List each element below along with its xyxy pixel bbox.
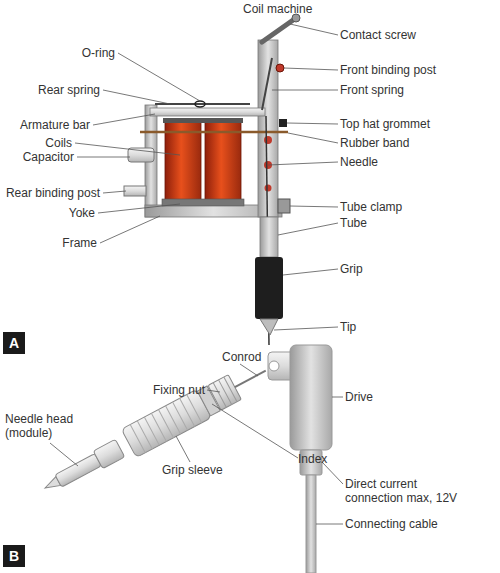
leader-lines — [50, 364, 343, 524]
capacitor — [128, 148, 154, 162]
leader-line — [207, 390, 220, 392]
leader-line — [212, 404, 298, 458]
part-label: Coils — [45, 136, 72, 150]
leader-line — [118, 53, 200, 101]
leader-line — [50, 443, 78, 466]
conrod — [235, 371, 266, 387]
front-spring — [262, 58, 272, 110]
grip — [255, 257, 283, 319]
part-label: Armature bar — [20, 118, 90, 132]
coil-machine — [124, 14, 300, 345]
part-label: Grip — [340, 262, 363, 276]
coil-cap — [163, 118, 203, 123]
part-label: Fixing nut — [153, 383, 205, 397]
panel-letter-box: B — [3, 545, 25, 567]
leader-lines — [75, 24, 338, 330]
frame-hole — [264, 136, 272, 144]
leader-line — [272, 90, 338, 91]
leader-line — [288, 133, 338, 143]
part-label: Needle — [340, 155, 378, 169]
leader-line — [77, 157, 130, 158]
part-label: Capacitor — [23, 150, 74, 164]
tip — [260, 319, 278, 335]
part-label: Front spring — [340, 83, 404, 97]
part-label: Rear spring — [38, 83, 100, 97]
part-label: Conrod — [222, 350, 261, 364]
contact-screw — [262, 18, 296, 42]
panel-letter-box: A — [3, 332, 25, 354]
leader-line — [290, 206, 338, 207]
leader-line — [274, 327, 338, 330]
o-ring — [195, 101, 205, 107]
part-label: Coil machine — [243, 2, 312, 16]
part-label: Front binding post — [340, 63, 436, 77]
drive — [290, 345, 332, 450]
leader-line — [103, 191, 126, 193]
part-label: Drive — [345, 390, 373, 404]
part-label: Needle head (module) — [5, 412, 80, 440]
needle-head — [93, 439, 124, 468]
leader-line — [176, 436, 190, 462]
part-label: Contact screw — [340, 28, 416, 42]
frame-upright — [258, 40, 278, 217]
part-label: Tube — [340, 216, 367, 230]
grip-ribs — [130, 395, 202, 453]
leader-line — [332, 397, 343, 398]
armature-bar — [150, 108, 265, 116]
leader-line — [268, 162, 338, 165]
part-label: Rubber band — [340, 136, 409, 150]
coil — [205, 122, 241, 202]
grip-sleeve — [121, 389, 211, 457]
leader-line — [316, 524, 343, 525]
tube — [260, 217, 278, 257]
top-hat-grommet — [279, 119, 287, 127]
part-label: Connecting cable — [345, 517, 438, 531]
part-label: Tip — [340, 320, 356, 334]
part-label: Direct current connection max, 12V — [345, 477, 470, 505]
pen-assembly — [37, 357, 273, 503]
leader-line — [75, 143, 180, 155]
tube-clamp — [278, 199, 290, 213]
part-label: Top hat grommet — [340, 117, 430, 131]
panel-letter: A — [9, 335, 19, 351]
rear-binding-post — [124, 186, 146, 196]
nut-knurl — [213, 377, 237, 407]
leader-line — [240, 364, 258, 376]
part-label: Frame — [62, 236, 97, 250]
leader-line — [278, 223, 338, 235]
part-label: Tube clamp — [340, 200, 402, 214]
part-label: Yoke — [69, 206, 95, 220]
leader-line — [287, 123, 338, 124]
needle-head — [55, 454, 101, 487]
leader-line — [98, 204, 180, 213]
coil-cap — [203, 118, 243, 123]
frame-hole — [265, 185, 272, 192]
part-label: O-ring — [82, 46, 115, 60]
leader-line — [100, 216, 160, 243]
leader-line — [93, 114, 155, 125]
part-label: Grip sleeve — [162, 463, 223, 477]
front-binding-post — [276, 64, 284, 72]
leader-line — [290, 24, 338, 35]
leader-line — [283, 269, 338, 275]
connecting-cable — [306, 475, 316, 573]
part-label: Rear binding post — [6, 186, 100, 200]
panel-letter: B — [9, 548, 19, 564]
coil — [165, 122, 201, 202]
drive-port-hole — [269, 361, 279, 371]
part-label: Index — [298, 452, 327, 466]
leader-line — [103, 90, 170, 104]
leader-line — [284, 68, 338, 70]
